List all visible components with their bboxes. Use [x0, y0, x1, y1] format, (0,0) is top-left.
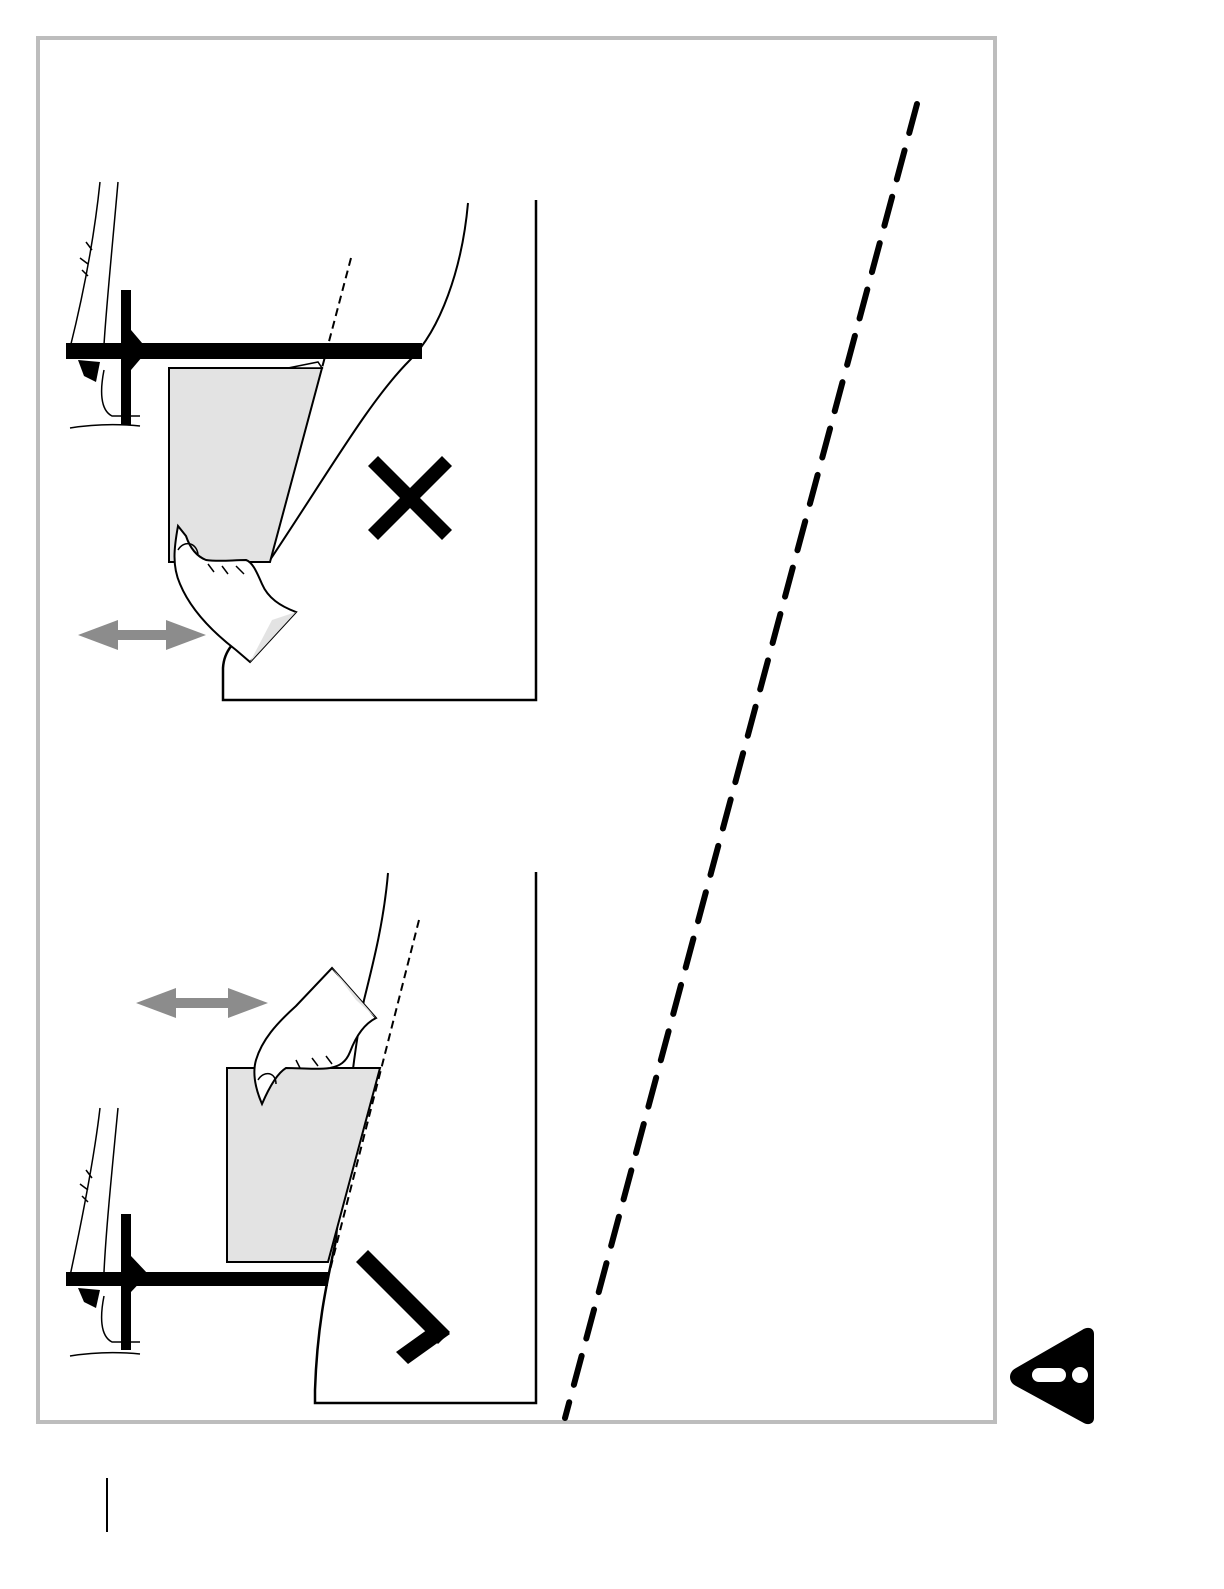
device-bar [66, 343, 422, 359]
double-arrow-icon [78, 620, 206, 650]
device-bar [66, 1272, 328, 1286]
cross-mark-icon [368, 456, 452, 540]
warning-triangle-icon [1010, 1328, 1094, 1424]
device-post [121, 1214, 131, 1350]
device-post [121, 290, 131, 425]
panel-correct [66, 872, 536, 1403]
panel-incorrect [66, 182, 536, 700]
panel-separator-dashed [565, 104, 917, 1418]
page-margin-rule [106, 1478, 108, 1532]
paper-sheet [169, 368, 322, 562]
double-arrow-icon [136, 988, 268, 1018]
check-mark-icon [356, 1250, 450, 1364]
figure-frame [38, 38, 995, 1422]
